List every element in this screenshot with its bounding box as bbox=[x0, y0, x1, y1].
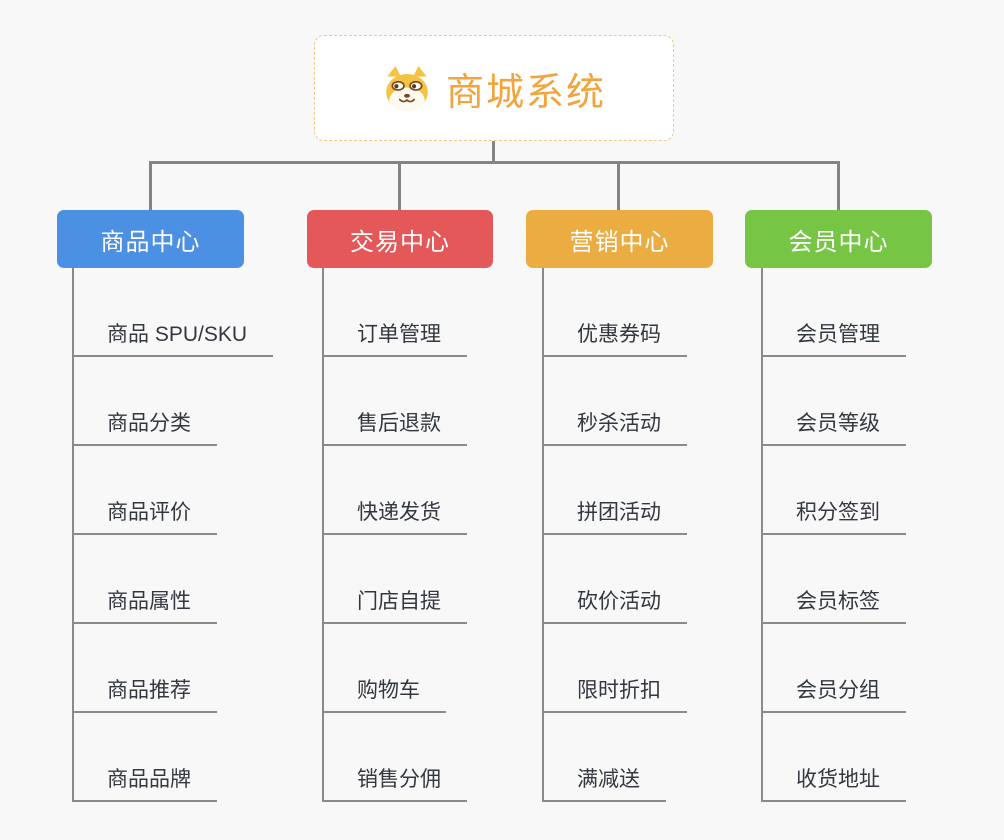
leaf-row: 收货地址 bbox=[763, 713, 906, 802]
leaf-node[interactable]: 销售分佣 bbox=[324, 767, 467, 802]
leaf-node[interactable]: 会员分组 bbox=[763, 678, 906, 713]
branch-column-members: 会员管理 会员等级 积分签到 会员标签 会员分组 收货地址 bbox=[761, 268, 906, 802]
leaf-row: 商品分类 bbox=[74, 357, 273, 446]
connector-drop-members bbox=[837, 161, 840, 211]
leaf-row: 满减送 bbox=[544, 713, 687, 802]
branch-header-label: 营销中心 bbox=[569, 228, 670, 256]
leaf-row: 快递发货 bbox=[324, 446, 467, 535]
leaf-row: 商品评价 bbox=[74, 446, 273, 535]
connector-root-stub bbox=[492, 141, 495, 163]
leaf-row: 砍价活动 bbox=[544, 535, 687, 624]
branch-header-label: 商品中心 bbox=[100, 228, 201, 256]
connector-drop-products bbox=[149, 161, 152, 211]
leaf-row: 售后退款 bbox=[324, 357, 467, 446]
connector-drop-marketing bbox=[617, 161, 620, 211]
leaf-row: 商品品牌 bbox=[74, 713, 273, 802]
connector-drop-trade bbox=[398, 161, 401, 211]
leaf-row: 积分签到 bbox=[763, 446, 906, 535]
leaf-row: 会员管理 bbox=[763, 268, 906, 357]
branch-header-products[interactable]: 商品中心 bbox=[57, 210, 244, 268]
leaf-row: 商品推荐 bbox=[74, 624, 273, 713]
leaf-node[interactable]: 商品评价 bbox=[74, 500, 217, 535]
leaf-node[interactable]: 订单管理 bbox=[324, 322, 467, 357]
leaf-node[interactable]: 优惠券码 bbox=[544, 322, 687, 357]
leaf-row: 会员等级 bbox=[763, 357, 906, 446]
leaf-node[interactable]: 商品推荐 bbox=[74, 678, 217, 713]
branch-column-trade: 订单管理 售后退款 快递发货 门店自提 购物车 销售分佣 bbox=[322, 268, 467, 802]
leaf-node[interactable]: 满减送 bbox=[544, 767, 666, 802]
leaf-node[interactable]: 砍价活动 bbox=[544, 589, 687, 624]
root-node-mall-system[interactable]: 商城系统 bbox=[314, 35, 674, 141]
leaf-node[interactable]: 快递发货 bbox=[324, 500, 467, 535]
leaf-node[interactable]: 秒杀活动 bbox=[544, 411, 687, 446]
leaf-row: 商品属性 bbox=[74, 535, 273, 624]
root-title: 商城系统 bbox=[445, 71, 606, 114]
leaf-node[interactable]: 售后退款 bbox=[324, 411, 467, 446]
leaf-row: 门店自提 bbox=[324, 535, 467, 624]
branch-header-trade[interactable]: 交易中心 bbox=[307, 210, 493, 268]
branch-header-marketing[interactable]: 营销中心 bbox=[526, 210, 713, 268]
leaf-node[interactable]: 限时折扣 bbox=[544, 678, 687, 713]
leaf-row: 限时折扣 bbox=[544, 624, 687, 713]
leaf-node[interactable]: 会员管理 bbox=[763, 322, 906, 357]
branch-header-label: 会员中心 bbox=[788, 228, 889, 256]
branch-header-members[interactable]: 会员中心 bbox=[745, 210, 932, 268]
connector-horizontal bbox=[149, 161, 840, 164]
leaf-row: 商品 SPU/SKU bbox=[74, 268, 274, 357]
leaf-node[interactable]: 收货地址 bbox=[763, 767, 906, 802]
leaf-row: 优惠券码 bbox=[544, 268, 687, 357]
leaf-node[interactable]: 门店自提 bbox=[324, 589, 467, 624]
leaf-node[interactable]: 商品分类 bbox=[74, 411, 217, 446]
shiba-dog-icon bbox=[382, 65, 432, 111]
leaf-row: 购物车 bbox=[324, 624, 467, 713]
leaf-row: 订单管理 bbox=[324, 268, 467, 357]
leaf-row: 拼团活动 bbox=[544, 446, 687, 535]
branch-column-products: 商品 SPU/SKU 商品分类 商品评价 商品属性 商品推荐 商品品牌 bbox=[72, 268, 274, 802]
leaf-row: 会员标签 bbox=[763, 535, 906, 624]
leaf-row: 会员分组 bbox=[763, 624, 906, 713]
branch-header-label: 交易中心 bbox=[350, 228, 450, 256]
leaf-node[interactable]: 商品 SPU/SKU bbox=[74, 322, 274, 357]
leaf-node[interactable]: 拼团活动 bbox=[544, 500, 687, 535]
branch-column-marketing: 优惠券码 秒杀活动 拼团活动 砍价活动 限时折扣 满减送 bbox=[542, 268, 687, 802]
leaf-node[interactable]: 购物车 bbox=[324, 678, 446, 713]
leaf-row: 销售分佣 bbox=[324, 713, 467, 802]
leaf-node[interactable]: 商品品牌 bbox=[74, 767, 217, 802]
leaf-node[interactable]: 会员等级 bbox=[763, 411, 906, 446]
leaf-row: 秒杀活动 bbox=[544, 357, 687, 446]
leaf-node[interactable]: 积分签到 bbox=[763, 500, 906, 535]
leaf-node[interactable]: 会员标签 bbox=[763, 589, 906, 624]
leaf-node[interactable]: 商品属性 bbox=[74, 589, 217, 624]
